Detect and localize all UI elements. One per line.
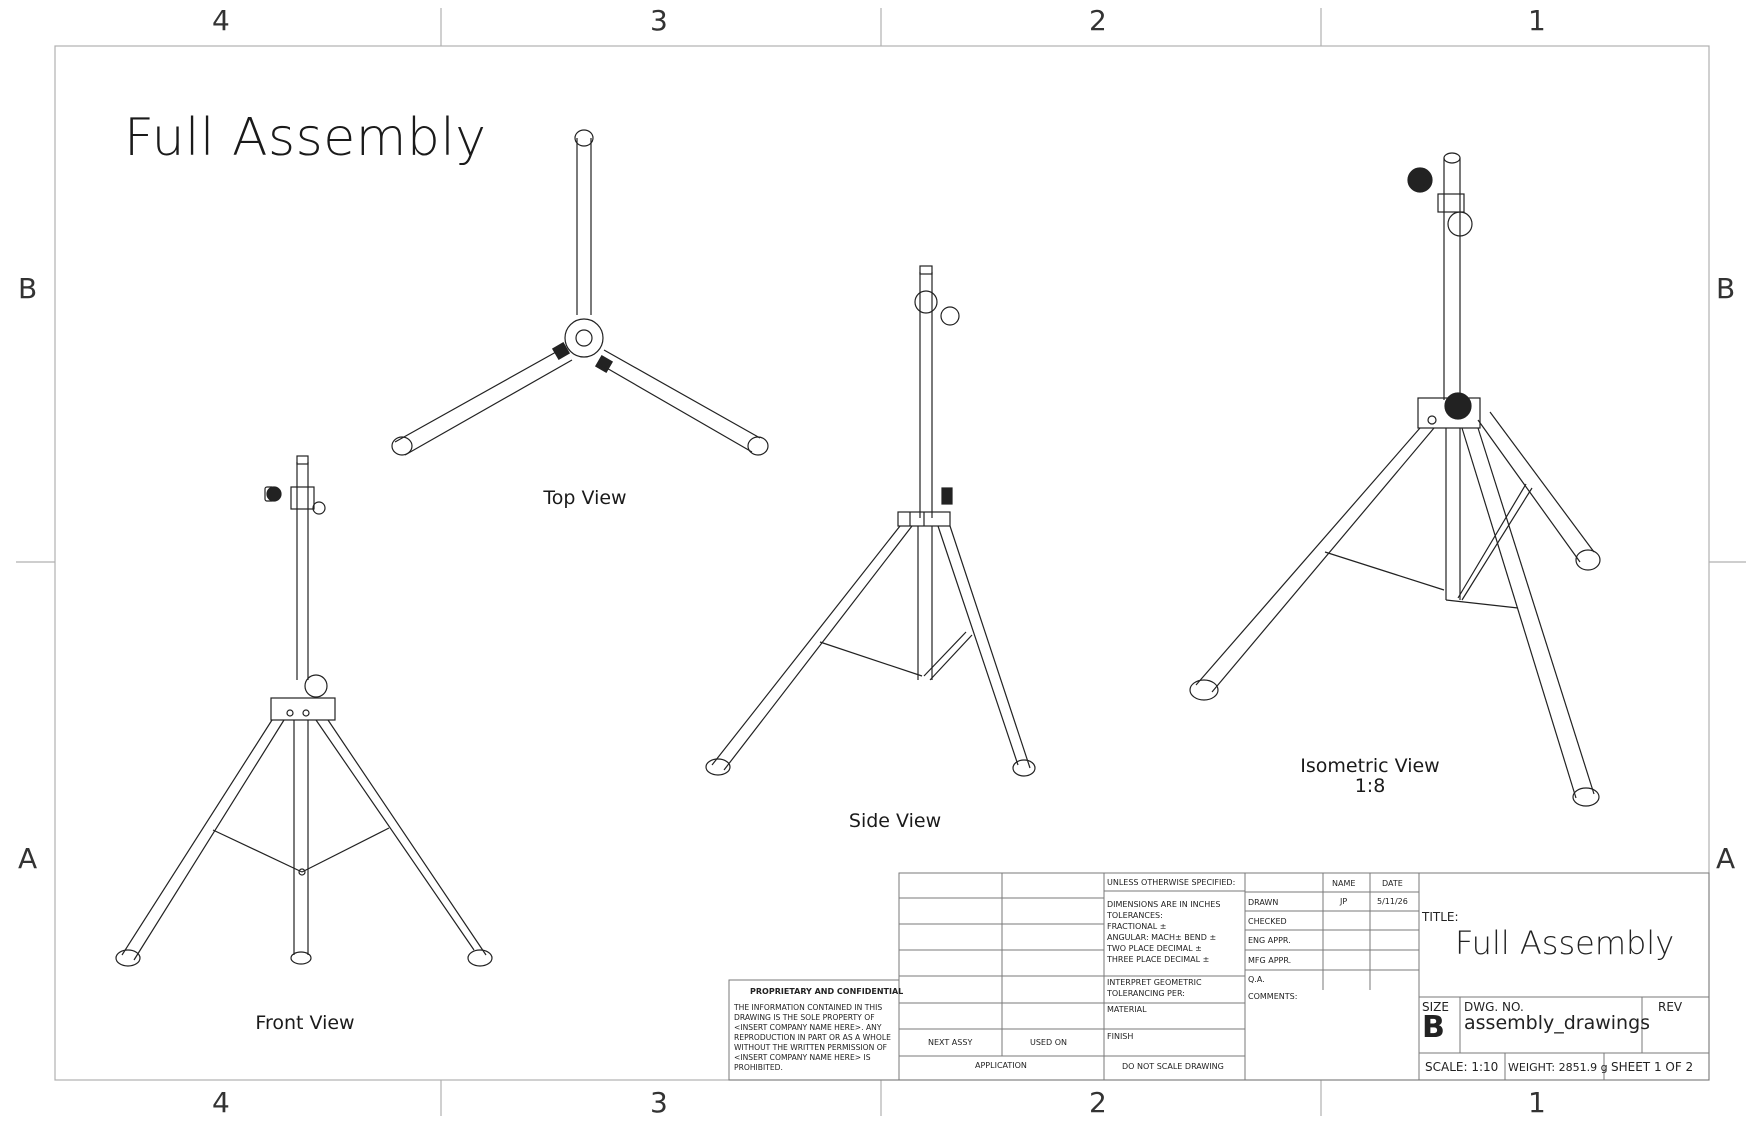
isometric-view-scale: 1:8 [1354, 775, 1386, 797]
used-on-label: USED ON [1030, 1038, 1067, 1047]
zone-bottom-3: 3 [650, 1086, 668, 1119]
zone-left-b: B [18, 272, 38, 305]
drawn-date: 5/11/26 [1377, 897, 1408, 906]
confidential-body: THE INFORMATION CONTAINED IN THIS DRAWIN… [734, 1003, 891, 1072]
dims-inches-label: DIMENSIONS ARE IN INCHES [1107, 900, 1221, 909]
geo-tol-label-2: TOLERANCING PER: [1107, 989, 1185, 998]
isometric-view-name: Isometric View [1300, 755, 1440, 777]
unless-specified-label: UNLESS OTHERWISE SPECIFIED: [1107, 878, 1236, 887]
weight-value: WEIGHT: 2851.9 g [1508, 1061, 1608, 1074]
top-view-label: Top View [543, 487, 627, 509]
scale-value: SCALE: 1:10 [1425, 1060, 1499, 1074]
side-view-label: Side View [848, 810, 942, 832]
confidential-heading: PROPRIETARY AND CONFIDENTIAL [750, 987, 904, 996]
no-scale-label: DO NOT SCALE DRAWING [1122, 1062, 1224, 1071]
zone-bottom-2: 2 [1089, 1086, 1107, 1119]
top-view-drawing [391, 129, 769, 456]
zone-top-1: 1 [1528, 4, 1546, 37]
comments-label: COMMENTS: [1248, 992, 1298, 1001]
dwg-no-label: DWG. NO. [1464, 1000, 1524, 1014]
front-view-label: Front View [255, 1012, 355, 1034]
zone-left-a: A [18, 842, 38, 875]
drawn-label: DRAWN [1248, 898, 1279, 907]
three-place-label: THREE PLACE DECIMAL ± [1107, 955, 1210, 964]
title-label: TITLE: [1422, 910, 1459, 924]
qa-label: Q.A. [1248, 975, 1265, 984]
next-assy-label: NEXT ASSY [928, 1038, 973, 1047]
name-header: NAME [1332, 879, 1356, 888]
title-block-title: Full Assembly [1455, 924, 1675, 962]
isometric-view-label: Isometric View 1:8 [1290, 756, 1450, 796]
mfg-appr-label: MFG APPR. [1248, 956, 1292, 965]
geo-tol-label-1: INTERPRET GEOMETRIC [1107, 978, 1202, 987]
zone-top-4: 4 [212, 4, 230, 37]
drawn-name: JP [1340, 897, 1348, 906]
zone-bottom-4: 4 [212, 1086, 230, 1119]
isometric-view-drawing [1189, 152, 1601, 807]
checked-label: CHECKED [1248, 917, 1287, 926]
sheet-size: B [1422, 1010, 1445, 1045]
date-header: DATE [1382, 879, 1403, 888]
side-view-drawing [705, 265, 1036, 777]
zone-top-3: 3 [650, 4, 668, 37]
sheet-number: SHEET 1 OF 2 [1611, 1060, 1694, 1074]
tolerances-label: TOLERANCES: [1107, 911, 1163, 920]
two-place-label: TWO PLACE DECIMAL ± [1107, 944, 1202, 953]
drawing-title: Full Assembly [124, 108, 487, 168]
eng-appr-label: ENG APPR. [1248, 936, 1291, 945]
rev-label: REV [1658, 1000, 1683, 1014]
finish-label: FINISH [1107, 1032, 1134, 1041]
dwg-no-value: assembly_drawings [1464, 1012, 1651, 1034]
application-label: APPLICATION [975, 1061, 1027, 1070]
zone-right-a: A [1716, 842, 1736, 875]
angular-label: ANGULAR: MACH± BEND ± [1107, 933, 1217, 942]
material-label: MATERIAL [1107, 1005, 1147, 1014]
zone-right-b: B [1716, 272, 1736, 305]
title-block-grid [728, 872, 1710, 1081]
zone-top-2: 2 [1089, 4, 1107, 37]
fractional-label: FRACTIONAL ± [1107, 922, 1167, 931]
size-label: SIZE [1422, 1000, 1449, 1014]
front-view-drawing [115, 455, 493, 967]
zone-bottom-1: 1 [1528, 1086, 1546, 1119]
